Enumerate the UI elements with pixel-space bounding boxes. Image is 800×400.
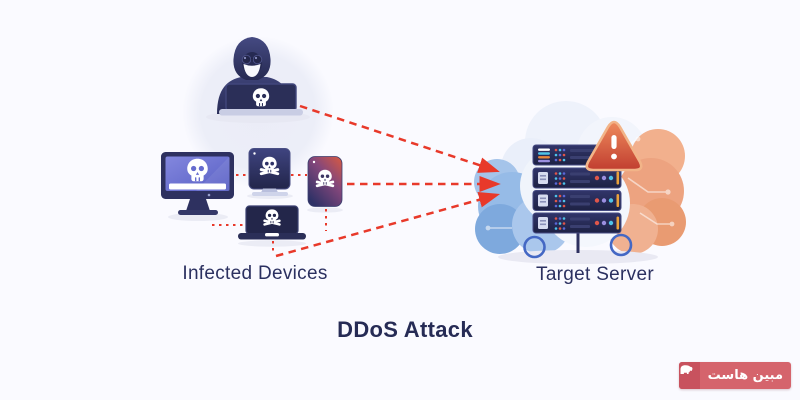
infected-devices-label: Infected Devices bbox=[182, 263, 328, 284]
warning-icon bbox=[585, 120, 643, 172]
attack-arrow bbox=[275, 191, 501, 258]
tablet-icon bbox=[247, 148, 293, 199]
hacker-glasses bbox=[241, 54, 263, 65]
watermark-badge: مبین هاست bbox=[678, 362, 791, 389]
attack-arrows bbox=[275, 104, 501, 258]
hacker-icon bbox=[206, 37, 310, 123]
phone-icon bbox=[307, 156, 343, 213]
elephant-icon bbox=[678, 362, 700, 389]
target-server-label: Target Server bbox=[536, 264, 654, 285]
server-unit bbox=[532, 212, 622, 234]
laptop-icon bbox=[238, 205, 306, 247]
server-legs bbox=[523, 231, 633, 259]
hacker-laptop-icon bbox=[219, 83, 303, 116]
watermark-text: مبین هاست bbox=[707, 368, 783, 383]
diagram-title: DDoS Attack bbox=[337, 317, 473, 342]
monitor-icon bbox=[161, 152, 234, 221]
attack-arrow bbox=[299, 104, 500, 173]
device-connectors bbox=[212, 174, 327, 254]
hacker-smile bbox=[243, 64, 261, 77]
server-unit bbox=[532, 167, 622, 189]
server-unit bbox=[532, 190, 622, 211]
